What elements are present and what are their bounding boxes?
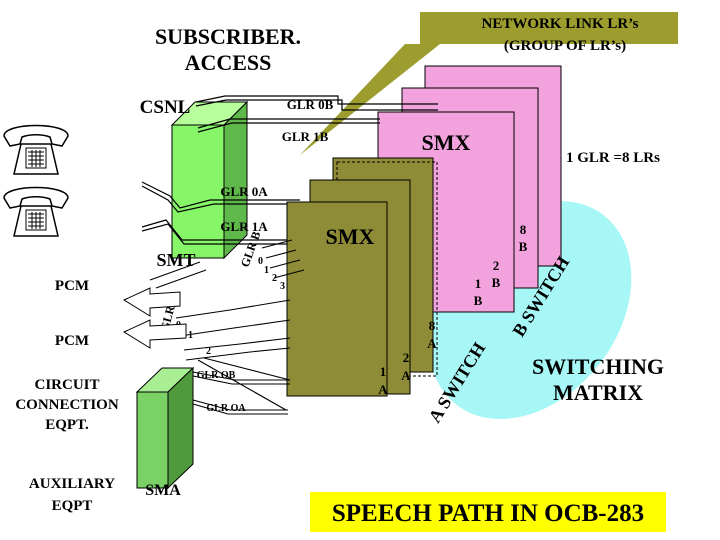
network-link-label-line1: NETWORK LINK LR’s: [482, 16, 639, 32]
telephone-icon: [3, 124, 69, 175]
glr-1a-label: GLR 1A: [220, 219, 268, 234]
glr-oa-small-label: GLR OA: [206, 403, 246, 414]
telephone-icon: [3, 186, 69, 237]
network-link-label-line2: (GROUP OF LR’s): [504, 38, 626, 54]
a-switch-2-number: 2: [403, 350, 410, 365]
pcm-label-upper: PCM: [55, 278, 89, 294]
glr-a-index-1: 1: [188, 330, 193, 341]
a-switch-1-letter: A: [378, 382, 388, 397]
smx-b-label: SMX: [422, 130, 471, 155]
b-switch-1-number: 1: [475, 276, 482, 291]
csnl-box: [170, 100, 249, 260]
pcm-arrow-lower: [122, 319, 187, 349]
a-switch-8-letter: A: [427, 336, 437, 351]
b-switch-1-letter: B: [474, 293, 483, 308]
switching-matrix-label-line2: MATRIX: [553, 380, 643, 405]
pcm-label-lower: PCM: [55, 333, 89, 349]
subscriber-access-label-line2: ACCESS: [185, 50, 272, 75]
circuit-connection-label-line2: CONNECTION: [15, 397, 119, 413]
glr-link-paths: [141, 95, 438, 245]
smx-b-stack: [377, 65, 562, 313]
smx-a-label: SMX: [326, 224, 375, 249]
csnl-label: CSNL: [140, 97, 191, 118]
glr-0b-label: GLR 0B: [287, 97, 334, 112]
a-switch-1-number: 1: [380, 364, 387, 379]
auxiliary-eqpt-label-line2: EQPT: [52, 498, 93, 514]
glr-b-index-2: 2: [272, 273, 277, 284]
sma-connection-lines: [192, 371, 290, 415]
sma-label: SMA: [145, 482, 181, 499]
glr-equals-lrs-label: 1 GLR =8 LRs: [566, 150, 660, 166]
glr-a-index-2: 2: [206, 346, 211, 357]
glr-b-index-3: 3: [280, 281, 285, 292]
b-switch-8-letter: B: [519, 239, 528, 254]
glr-b-index-1: 1: [264, 265, 269, 276]
smt-label: SMT: [156, 250, 195, 270]
auxiliary-eqpt-label-line1: AUXILIARY: [29, 476, 115, 492]
circuit-connection-label-line3: EQPT.: [45, 417, 89, 433]
glr-b-index-0: 0: [258, 256, 263, 267]
b-switch-8-number: 8: [520, 222, 527, 237]
glr-ob-small-label: GLR OB: [197, 370, 236, 381]
sma-box: [135, 366, 195, 490]
pcm-arrow-upper: [122, 287, 181, 317]
smx-a-stack: [286, 157, 438, 397]
network-link-callout: [300, 12, 678, 155]
speech-path-banner: [310, 492, 666, 532]
switching-matrix-label-line1: SWITCHING: [532, 354, 664, 379]
a-switch-2-letter: A: [401, 368, 411, 383]
a-switch-8-number: 8: [429, 318, 436, 333]
circuit-connection-label-line1: CIRCUIT: [34, 377, 99, 393]
b-switch-2-letter: B: [492, 275, 501, 290]
speech-path-title: SPEECH PATH IN OCB-283: [332, 500, 644, 527]
glr-0a-label: GLR 0A: [220, 184, 268, 199]
smt-smx-connections: [149, 239, 305, 411]
subscriber-access-label-line1: SUBSCRIBER.: [155, 24, 301, 49]
b-switch-2-number: 2: [493, 258, 500, 273]
glr-1b-label: GLR 1B: [282, 129, 329, 144]
